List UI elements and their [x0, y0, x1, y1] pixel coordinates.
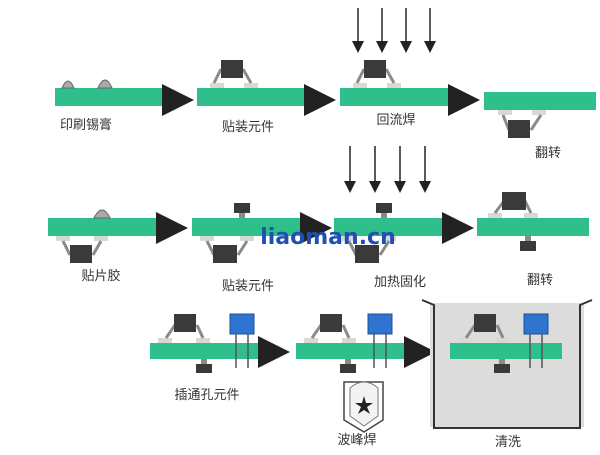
ic-chip: [70, 245, 92, 263]
label-clean: 清洗: [495, 435, 521, 450]
pcb-board: [484, 92, 596, 110]
pad: [387, 83, 401, 88]
component-lead: [355, 68, 396, 84]
pad: [240, 236, 254, 241]
pad: [200, 236, 214, 241]
pcb-board: [192, 218, 304, 236]
pcb-board: [477, 218, 589, 236]
component-lead: [464, 324, 505, 339]
label-wave-solder: 波峰焊: [337, 432, 376, 448]
through-hole-leads: [235, 334, 249, 368]
label-flip-1: 翻转: [535, 146, 561, 161]
through-hole-component: [229, 313, 255, 335]
pad: [498, 110, 512, 115]
component-lead: [61, 240, 103, 256]
smd-chip: [234, 203, 250, 213]
through-hole-component: [367, 313, 393, 335]
label-glue: 贴片胶: [81, 268, 120, 284]
smd-chip: [376, 203, 392, 213]
step-flip-2: [477, 192, 589, 251]
step-through-hole: [150, 313, 262, 373]
heat-arrows: [344, 146, 431, 193]
pad: [353, 83, 367, 88]
glue-dot: [499, 359, 505, 364]
flame-icon: [355, 396, 373, 414]
through-hole-leads: [529, 334, 543, 368]
pcb-board: [296, 343, 408, 359]
glue-dot: [525, 236, 531, 241]
step-cure: [334, 146, 446, 263]
step-glue: [48, 209, 160, 263]
pad: [382, 236, 396, 241]
solder-paste-blob: [61, 80, 75, 89]
label-cure: 加热固化: [374, 275, 426, 290]
pad: [94, 236, 108, 241]
glue-dot: [381, 213, 387, 218]
pad: [342, 338, 356, 343]
label-reflow: 回流焊: [376, 112, 415, 128]
ic-chip: [364, 60, 386, 78]
pcb-board: [150, 343, 262, 359]
pad: [458, 338, 472, 343]
solder-paste-blob: [97, 79, 113, 89]
glue-dot: [93, 209, 111, 219]
through-hole-leads: [373, 334, 387, 368]
smd-chip: [520, 241, 536, 251]
ic-chip: [508, 120, 530, 138]
pcb-board: [334, 218, 446, 236]
pad: [524, 213, 538, 218]
component-lead: [347, 240, 391, 256]
watermark-text: liaoman.cn: [260, 225, 396, 250]
step-print-paste: [55, 79, 167, 106]
label-print-paste: 印刷锡膏: [60, 117, 112, 133]
pcb-board: [450, 343, 562, 359]
label-place-bottom: 贴装元件: [222, 279, 274, 294]
smd-chip: [196, 364, 212, 373]
step-reflow: [340, 8, 452, 106]
smd-chip: [494, 364, 510, 373]
heat-arrows: [352, 8, 436, 53]
pad: [532, 110, 546, 115]
ic-chip: [221, 60, 243, 78]
component-lead: [212, 68, 253, 84]
step-wave-solder: [296, 313, 408, 433]
pcb-board: [55, 88, 167, 106]
step-place-top: [197, 60, 309, 106]
pad: [244, 83, 258, 88]
pad: [488, 213, 502, 218]
pad: [56, 236, 70, 241]
component-lead: [164, 324, 205, 339]
glue-dot: [201, 359, 207, 364]
ic-chip: [174, 314, 196, 332]
step-place-bottom: [192, 203, 304, 263]
label-through-hole: 插通孔元件: [174, 388, 239, 403]
pcb-board: [197, 88, 309, 106]
ic-chip: [213, 245, 237, 263]
glue-dot: [345, 359, 351, 364]
cleaning-tank: [421, 299, 593, 429]
pcb-board: [48, 218, 160, 236]
through-hole-component: [523, 313, 549, 335]
pad: [304, 338, 318, 343]
component-lead: [310, 324, 351, 339]
ic-chip: [320, 314, 342, 332]
ic-chip: [502, 192, 526, 210]
label-flip-2: 翻转: [527, 273, 553, 288]
label-place-top: 贴装元件: [222, 120, 274, 135]
pad: [210, 83, 224, 88]
pad: [196, 338, 210, 343]
ic-chip: [355, 245, 379, 263]
pad: [342, 236, 356, 241]
step-clean: [421, 299, 593, 429]
glue-dot: [239, 213, 245, 218]
step-flip-1: [484, 92, 596, 138]
pcb-board: [340, 88, 452, 106]
smd-chip: [340, 364, 356, 373]
ic-chip: [474, 314, 496, 332]
pad: [496, 338, 510, 343]
pad: [158, 338, 172, 343]
component-lead: [205, 240, 249, 256]
